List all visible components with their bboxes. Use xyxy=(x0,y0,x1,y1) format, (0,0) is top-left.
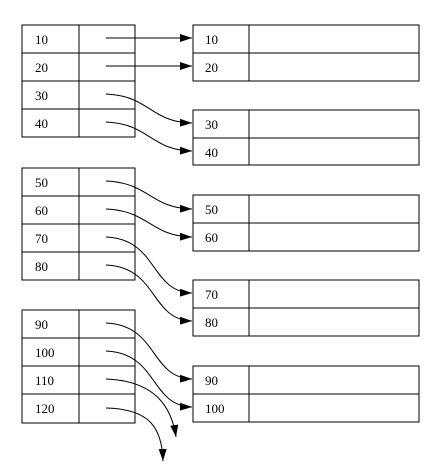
index-key: 60 xyxy=(35,203,48,218)
index-key: 50 xyxy=(35,175,48,190)
pointer-arrow-40 xyxy=(105,121,193,155)
record-key: 30 xyxy=(205,117,218,132)
index-key: 30 xyxy=(35,88,48,103)
index-key: 120 xyxy=(35,401,55,416)
pointer-arrow-80 xyxy=(105,264,193,325)
record-key: 10 xyxy=(205,32,218,47)
pointer-arrow-110 xyxy=(105,378,179,438)
index-key: 100 xyxy=(35,345,55,360)
index-key: 90 xyxy=(35,317,48,332)
index-key: 40 xyxy=(35,116,48,131)
record-key: 90 xyxy=(205,373,218,388)
index-key: 10 xyxy=(35,32,48,47)
pointer-arrow-50 xyxy=(105,180,193,213)
pointer-arrow-60 xyxy=(105,208,193,241)
data-block-1: 10 20 xyxy=(192,24,420,82)
record-key: 50 xyxy=(205,202,218,217)
record-key: 100 xyxy=(205,401,225,416)
data-block-4: 70 80 xyxy=(192,279,420,337)
index-key: 70 xyxy=(35,231,48,246)
index-key: 20 xyxy=(35,60,48,75)
pointer-arrow-120 xyxy=(105,407,167,462)
record-key: 60 xyxy=(205,230,218,245)
index-key: 110 xyxy=(35,373,54,388)
data-block-3: 50 60 xyxy=(192,194,420,252)
record-key: 20 xyxy=(205,60,218,75)
pointer-arrow-90 xyxy=(105,322,193,383)
data-block-2: 30 40 xyxy=(192,109,420,166)
pointer-arrow-70 xyxy=(105,236,193,297)
pointer-arrow-100 xyxy=(105,350,193,411)
record-key: 80 xyxy=(205,315,218,330)
pointer-arrow-30 xyxy=(105,93,193,127)
index-group-2: 50 60 70 80 xyxy=(21,167,136,281)
data-block-5: 90 100 xyxy=(192,365,420,423)
index-group-3: 90 100 110 120 xyxy=(21,309,136,424)
index-key: 80 xyxy=(35,259,48,274)
record-key: 40 xyxy=(205,145,218,160)
pointer-arrows xyxy=(105,34,193,462)
record-key: 70 xyxy=(205,287,218,302)
index-group-1: 10 20 30 40 xyxy=(21,24,136,138)
